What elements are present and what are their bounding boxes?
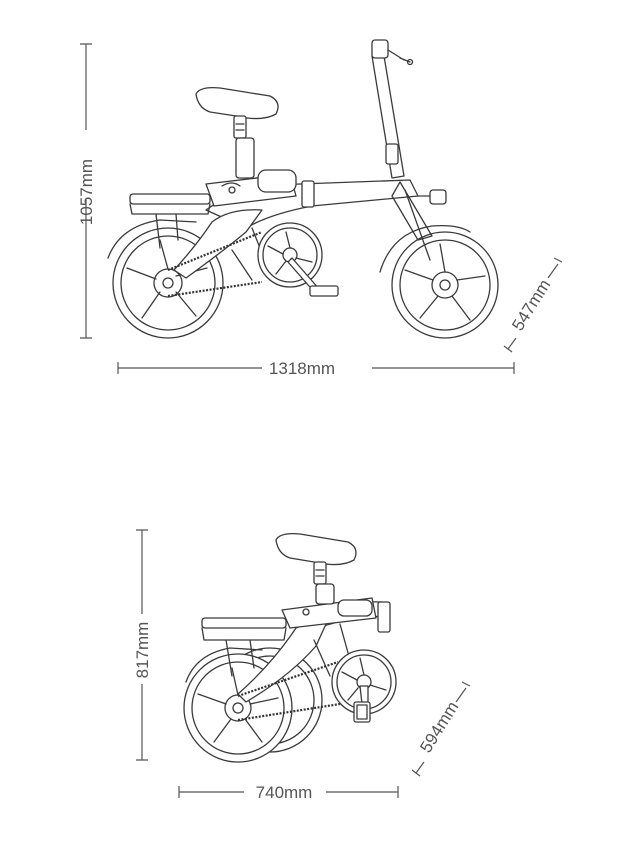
folded-bike	[183, 532, 397, 763]
unfolded-length-label: 1318mm	[269, 359, 335, 378]
folded-height-label: 817mm	[133, 622, 152, 679]
folded-crankset	[331, 649, 397, 723]
unfolded-length-dimension: 1318mm	[117, 359, 515, 378]
folded-width-dimension: 594mm	[411, 681, 471, 777]
folded-length-dimension: 740mm	[178, 783, 399, 802]
unfolded-crankset	[257, 222, 339, 297]
unfolded-seat	[195, 86, 297, 193]
unfolded-width-dimension: 547mm	[503, 257, 563, 353]
unfolded-rear-rack	[129, 193, 211, 249]
folded-length-label: 740mm	[256, 783, 313, 802]
unfolded-width-label: 547mm	[508, 276, 554, 334]
folded-height-dimension: 817mm	[133, 529, 152, 761]
unfolded-chain	[167, 230, 263, 298]
folded-seat	[275, 532, 373, 617]
unfolded-height-dimension: 1057mm	[77, 43, 96, 339]
folded-chain	[237, 660, 341, 722]
folded-width-label: 594mm	[416, 698, 462, 756]
folded-rear-rack	[201, 617, 287, 677]
unfolded-height-label: 1057mm	[77, 159, 96, 225]
unfolded-stem	[371, 39, 447, 205]
unfolded-front-wheel	[379, 224, 499, 339]
unfolded-bike	[107, 39, 499, 339]
